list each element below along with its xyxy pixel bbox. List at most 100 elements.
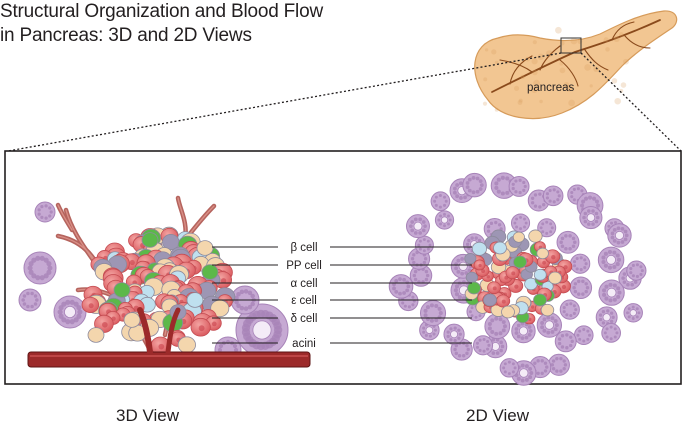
- acinar-nucleus: [392, 286, 396, 291]
- acinar-nucleus: [587, 195, 593, 200]
- acinar-nucleus: [639, 272, 643, 276]
- cell-nucleus: [561, 284, 567, 290]
- acinar-nucleus: [562, 367, 566, 371]
- acinar-lumen: [458, 261, 468, 271]
- acinar-nucleus: [410, 228, 415, 233]
- acinar-nucleus: [516, 334, 521, 339]
- alpha-cell: [87, 327, 105, 343]
- acinar-nucleus: [538, 205, 542, 209]
- acinar-nucleus: [612, 297, 617, 302]
- acinar-nucleus: [587, 209, 591, 213]
- pancreas-lobule: [533, 79, 540, 87]
- acinar-nucleus: [550, 316, 555, 321]
- acinar-nucleus: [424, 269, 429, 274]
- acinar-nucleus: [615, 262, 620, 267]
- cell-nucleus: [514, 284, 519, 289]
- pancreas-lobule: [559, 61, 564, 66]
- acinar-nucleus: [438, 193, 442, 197]
- acinar-nucleus: [443, 212, 446, 216]
- acinar-nucleus: [533, 204, 538, 208]
- acinar-nucleus: [559, 369, 563, 373]
- acinar-nucleus: [453, 288, 458, 293]
- acinar-nucleus: [511, 362, 515, 366]
- acinar-nucleus: [602, 292, 607, 297]
- cell-nucleus: [551, 254, 556, 260]
- acinar-nucleus: [578, 329, 582, 333]
- cell-type-label: ε cell: [291, 295, 317, 307]
- acinar-nucleus: [577, 292, 581, 296]
- acinar-nucleus: [474, 315, 478, 319]
- acinar-nucleus: [568, 247, 572, 251]
- acinar-nucleus: [447, 214, 450, 218]
- acinar-nucleus: [410, 257, 415, 261]
- acinar-nucleus: [635, 274, 639, 279]
- acinar-nucleus: [434, 303, 439, 308]
- acinar-nucleus: [26, 304, 30, 309]
- acinar-nucleus: [413, 269, 418, 274]
- acinar-nucleus: [443, 203, 447, 207]
- pancreas-lobule: [520, 74, 525, 80]
- acinar-nucleus: [499, 348, 503, 353]
- acinar-nucleus: [454, 351, 459, 356]
- acinar-nucleus: [571, 244, 576, 249]
- pancreas-lobule: [484, 48, 489, 52]
- acinar-nucleus: [76, 305, 82, 311]
- acinar-nucleus: [471, 176, 476, 180]
- cell-type-label: α cell: [290, 278, 317, 290]
- acinar-nucleus: [595, 203, 601, 208]
- acinar-nucleus: [565, 313, 569, 317]
- cell-nucleus: [220, 278, 227, 284]
- acinar-nucleus: [601, 321, 606, 325]
- acinar-nucleus: [507, 372, 511, 376]
- pancreas-lobule: [614, 97, 621, 105]
- acinar-nucleus: [583, 196, 589, 201]
- acinar-nucleus: [233, 347, 239, 353]
- acinar-nucleus: [610, 235, 615, 240]
- acinar-nucleus: [406, 284, 411, 289]
- acinar-nucleus: [582, 327, 586, 331]
- acinar-nucleus: [622, 280, 627, 284]
- acinar-nucleus: [611, 315, 615, 319]
- acinar-nucleus: [467, 188, 472, 193]
- view-2d-acini: [388, 172, 647, 386]
- acinar-nucleus: [609, 319, 614, 324]
- acinar-nucleus: [560, 334, 565, 338]
- acinar-nucleus: [455, 194, 460, 199]
- acinar-nucleus: [523, 225, 526, 229]
- acinar-nucleus: [582, 339, 586, 343]
- acinar-nucleus: [433, 328, 437, 332]
- acinar-nucleus: [218, 343, 224, 349]
- acinar-nucleus: [511, 186, 515, 191]
- acinar-nucleus: [461, 354, 466, 358]
- acinar-nucleus: [478, 338, 482, 342]
- acinar-nucleus: [486, 225, 491, 229]
- acinar-nucleus: [65, 299, 71, 305]
- acinar-nucleus: [514, 190, 518, 194]
- acinar-nucleus: [569, 343, 573, 348]
- acinar-nucleus: [573, 264, 577, 268]
- acinar-nucleus: [576, 333, 580, 337]
- acinar-nucleus: [520, 336, 525, 341]
- acinar-nucleus: [478, 348, 482, 352]
- acinar-nucleus: [554, 323, 559, 328]
- acinar-nucleus: [584, 289, 588, 294]
- acinar-nucleus: [443, 195, 447, 199]
- cell-nucleus: [481, 269, 486, 274]
- acinar-nucleus: [604, 296, 609, 301]
- acinar-nucleus: [518, 190, 522, 195]
- acinar-nucleus: [559, 356, 563, 361]
- epsilon-cell: [186, 292, 204, 308]
- acinar-nucleus: [613, 327, 617, 331]
- acinar-nucleus: [424, 277, 429, 282]
- acinar-nucleus: [565, 333, 569, 337]
- acinar-nucleus: [437, 306, 442, 311]
- acinar-nucleus: [581, 199, 586, 204]
- pancreas-lobule: [620, 82, 627, 88]
- acinar-nucleus: [516, 376, 521, 381]
- acinar-nucleus: [470, 236, 474, 240]
- pancreas-vessel: [611, 21, 635, 41]
- magnified-frame: [4, 150, 682, 385]
- pancreas-lobule: [563, 81, 570, 88]
- acinar-nucleus: [545, 365, 549, 369]
- acinar-nucleus: [587, 222, 591, 226]
